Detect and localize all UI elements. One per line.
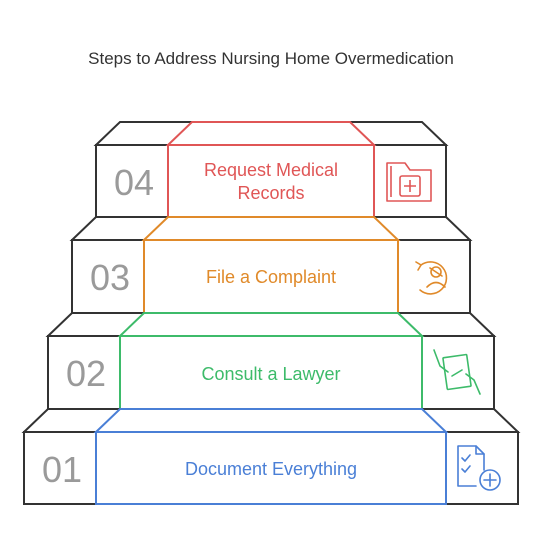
diagram-title: Steps to Address Nursing Home Overmedica… [88,49,454,68]
complaint-person-icon [415,261,448,295]
step-04-front [167,144,375,218]
step-04: 04 Request Medical Records [93,121,449,218]
step-02: 02 Consult a Lawyer [45,312,497,410]
step-04-label-line2: Records [237,183,304,203]
step-01-number: 01 [42,449,82,490]
step-02-label: Consult a Lawyer [201,364,340,384]
step-03-number: 03 [90,257,130,298]
step-01-front [95,431,447,505]
step-04-number: 04 [114,162,154,203]
checklist-add-icon [457,445,501,491]
step-02-number: 02 [66,353,106,394]
step-01: 01 Document Everything [21,408,521,505]
step-03: 03 File a Complaint [69,216,473,314]
step-02-front [119,335,423,410]
medical-folder-icon [386,162,432,202]
document-handshake-icon [433,349,481,395]
step-04-label-line1: Request Medical [204,160,338,180]
step-03-label: File a Complaint [206,267,336,287]
step-01-label: Document Everything [185,459,357,479]
